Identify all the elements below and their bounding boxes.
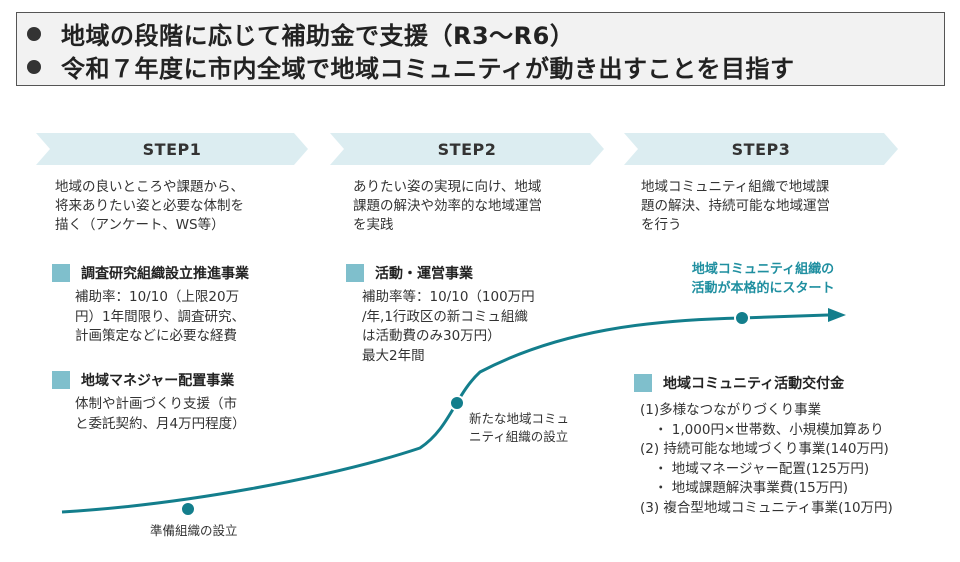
stage-dot-3	[734, 310, 750, 326]
description-line: 将来ありたい姿と必要な体制を	[55, 198, 244, 214]
description-line: 描く（アンケート、WS等）	[55, 217, 225, 233]
highlight-line: 地域コミュニティ組織の	[691, 262, 835, 277]
item-title-text: 活動・運営事業	[375, 266, 473, 282]
grant-line: ・ 1,000円×世帯数、小規模加算あり	[654, 421, 884, 438]
description-line: 地域コミュニティ組織で地域課	[641, 179, 830, 195]
item-body-line: と委託契約、月4万円程度）	[75, 415, 246, 432]
header-box: 地域の段階に応じて補助金で支援（R3～R6） 令和７年度に市内全域で地域コミュニ…	[16, 12, 945, 86]
stage-dot-2	[449, 395, 465, 411]
step1-description: 地域の良いところや課題から、 将来ありたい姿と必要な体制を 描く（アンケート、W…	[55, 178, 244, 235]
step3-highlight: 地域コミュニティ組織の 活動が本格的にスタート	[668, 260, 858, 298]
header-text-2: 令和７年度に市内全域で地域コミュニティが動き出すことを目指す	[61, 55, 795, 83]
item-title-text: 調査研究組織設立推進事業	[81, 266, 249, 282]
item-body-line: 補助率等：10/10（100万円	[362, 289, 535, 305]
stage2-line: 新たな地域コミュ	[469, 411, 570, 426]
item-title-text: 地域マネジャー配置事業	[81, 373, 235, 389]
step2-label: STEP2	[437, 139, 497, 159]
step3-bar: STEP3	[624, 133, 898, 165]
grant-line: (1)多様なつながりづくり事業	[640, 402, 822, 418]
header-line-1: 地域の段階に応じて補助金で支援（R3～R6）	[27, 17, 944, 50]
highlight-line: 活動が本格的にスタート	[691, 281, 835, 296]
header-line-2: 令和７年度に市内全域で地域コミュニティが動き出すことを目指す	[27, 50, 944, 83]
step3-item1-title: 地域コミュニティ活動交付金	[634, 373, 844, 393]
item-body-line: 補助率：10/10（上限20万	[75, 289, 240, 305]
curve-arrowhead-icon	[828, 308, 846, 322]
grant-line: ・ 地域課題解決事業費(15万円)	[654, 480, 849, 496]
step1-item1-body: 補助率：10/10（上限20万 円）1年間限り、調査研究、 計画策定などに必要な…	[75, 288, 245, 347]
item-body-line: 円）1年間限り、調査研究、	[75, 308, 246, 325]
item-body-line: 計画策定などに必要な経費	[75, 328, 237, 344]
stage-dot-1	[180, 501, 196, 517]
square-icon	[634, 374, 652, 392]
step3-description: 地域コミュニティ組織で地域課 題の解決、持続可能な地域運営 を行う	[641, 178, 830, 235]
grant-line: (2) 持続可能な地域づくり事業(140万円)	[640, 441, 889, 457]
description-line: を実践	[353, 217, 394, 233]
description-line: 題の解決、持続可能な地域運営	[641, 198, 830, 214]
step2-bar: STEP2	[330, 133, 604, 165]
item-body-line: 最大2年間	[362, 347, 425, 364]
step2-item1-title: 活動・運営事業	[346, 263, 473, 283]
item-body-line: は活動費のみ30万円）	[362, 328, 501, 344]
step2-description: ありたい姿の実現に向け、地域 課題の解決や効率的な地域運営 を実践	[353, 178, 542, 235]
stage1-label: 準備組織の設立	[150, 523, 238, 538]
description-line: 課題の解決や効率的な地域運営	[353, 198, 542, 214]
step1-item1-title: 調査研究組織設立推進事業	[52, 263, 249, 283]
header-text-1: 地域の段階に応じて補助金で支援（R3～R6）	[61, 22, 575, 50]
step3-label: STEP3	[731, 139, 791, 159]
item-body-line: 体制や計画づくり支援（市	[75, 396, 237, 412]
bullet-icon	[27, 26, 41, 41]
step1-item2-body: 体制や計画づくり支援（市 と委託契約、月4万円程度）	[75, 395, 246, 434]
stage2-line: ニティ組織の設立	[469, 429, 569, 444]
step1-bar: STEP1	[36, 133, 308, 165]
square-icon	[52, 264, 70, 282]
item-title-text: 地域コミュニティ活動交付金	[663, 376, 845, 392]
step1-item2-title: 地域マネジャー配置事業	[52, 370, 234, 390]
stage2-label: 新たな地域コミュ ニティ組織の設立	[469, 410, 569, 446]
step1-label: STEP1	[142, 139, 202, 159]
step2-item1-body: 補助率等：10/10（100万円 /年,1行政区の新コミュ組織 は活動費のみ30…	[362, 288, 535, 366]
grant-line: (3) 複合型地域コミュニティ事業(10万円)	[640, 499, 893, 516]
step3-item1-body: (1)多様なつながりづくり事業 ・ 1,000円×世帯数、小規模加算あり (2)…	[640, 401, 893, 518]
description-line: ありたい姿の実現に向け、地域	[353, 179, 542, 195]
description-line: 地域の良いところや課題から、	[55, 179, 244, 195]
item-body-line: /年,1行政区の新コミュ組織	[362, 308, 528, 325]
bullet-icon	[27, 59, 41, 74]
square-icon	[346, 264, 364, 282]
description-line: を行う	[641, 217, 682, 233]
growth-curve	[61, 313, 829, 514]
grant-line: ・ 地域マネージャー配置(125万円)	[654, 460, 870, 477]
square-icon	[52, 371, 70, 389]
